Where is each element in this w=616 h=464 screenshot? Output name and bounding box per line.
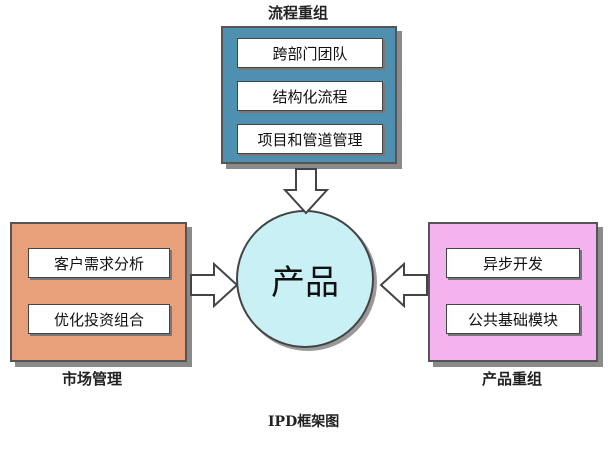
- top-item-3: 项目和管道管理: [237, 124, 383, 154]
- top-item-2: 结构化流程: [237, 81, 383, 111]
- down-arrow-icon: [282, 168, 330, 215]
- left-item-1: 客户需求分析: [28, 248, 170, 278]
- top-item-1: 跨部门团队: [237, 38, 383, 68]
- right-item-2: 公共基础模块: [446, 304, 580, 334]
- diagram-caption: IPD框架图: [268, 414, 340, 430]
- top-group-panel: 跨部门团队 结构化流程 项目和管道管理: [221, 26, 397, 164]
- right-item-1: 异步开发: [446, 248, 580, 278]
- top-group-title: 流程重组: [268, 4, 329, 22]
- left-group-panel: 客户需求分析 优化投资组合: [10, 222, 187, 362]
- left-arrow-icon: [379, 261, 428, 309]
- center-label: 产品: [271, 262, 339, 303]
- right-group-panel: 异步开发 公共基础模块: [428, 222, 598, 362]
- right-arrow-icon: [190, 261, 239, 309]
- right-group-title: 产品重组: [482, 370, 543, 388]
- left-item-2: 优化投资组合: [28, 304, 170, 334]
- center-product-circle: 产品: [236, 210, 374, 348]
- left-group-title: 市场管理: [62, 370, 123, 388]
